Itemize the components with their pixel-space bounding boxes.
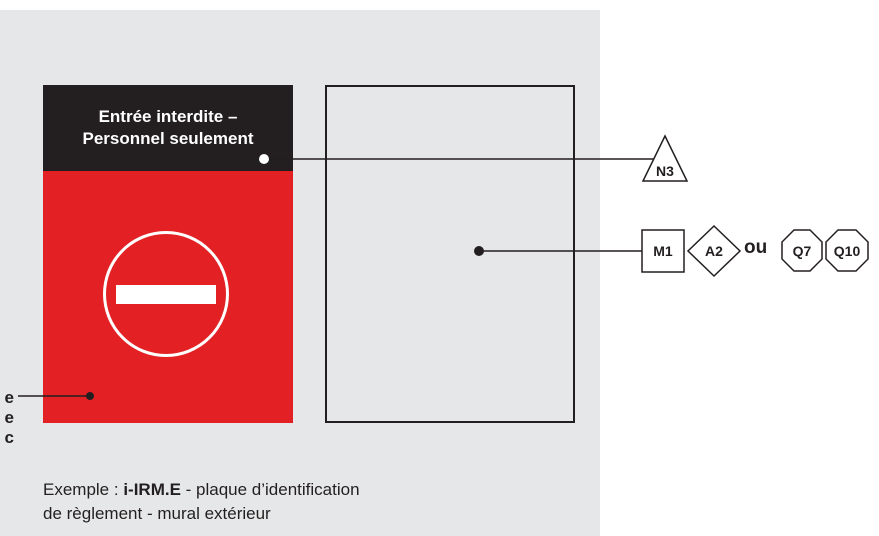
square-symbol: [641, 229, 685, 273]
empty-sign-frame: [325, 85, 575, 423]
no-entry-bar: [116, 285, 216, 304]
caption-rest: - plaque d’identification: [180, 480, 360, 499]
diamond-symbol: [686, 224, 742, 278]
octagon-label-1: Q7: [793, 243, 812, 259]
square-label: M1: [653, 243, 673, 259]
caption-line2: de règlement - mural extérieur: [43, 504, 271, 523]
sign-header-line1: Entrée interdite –: [98, 107, 238, 126]
triangle-symbol: [641, 134, 689, 182]
callout-dot-header: [259, 154, 269, 164]
sign-header: Entrée interdite – Personnel seulement: [43, 85, 293, 171]
edge-label-text: e e c: [4, 388, 14, 447]
triangle-label: N3: [656, 163, 674, 179]
octagon-symbol-2: [825, 229, 869, 272]
callout-dot-frame: [474, 246, 484, 256]
or-connector: ou: [744, 237, 768, 258]
sign-header-line2: Personnel seulement: [82, 129, 254, 148]
octagon-label-2: Q10: [834, 243, 861, 259]
edge-label: e e c: [0, 388, 14, 448]
no-entry-icon: [103, 231, 229, 357]
caption-prefix: Exemple :: [43, 480, 124, 499]
diamond-label: A2: [705, 243, 723, 259]
callout-dot-edge: [86, 392, 94, 400]
no-entry-sign: Entrée interdite – Personnel seulement: [43, 85, 293, 423]
caption: Exemple : i-IRM.E - plaque d’identificat…: [43, 478, 360, 526]
caption-code: i-IRM.E: [123, 480, 181, 499]
octagon-symbol-1: [781, 229, 823, 272]
caption-line1: Exemple : i-IRM.E - plaque d’identificat…: [43, 478, 360, 502]
